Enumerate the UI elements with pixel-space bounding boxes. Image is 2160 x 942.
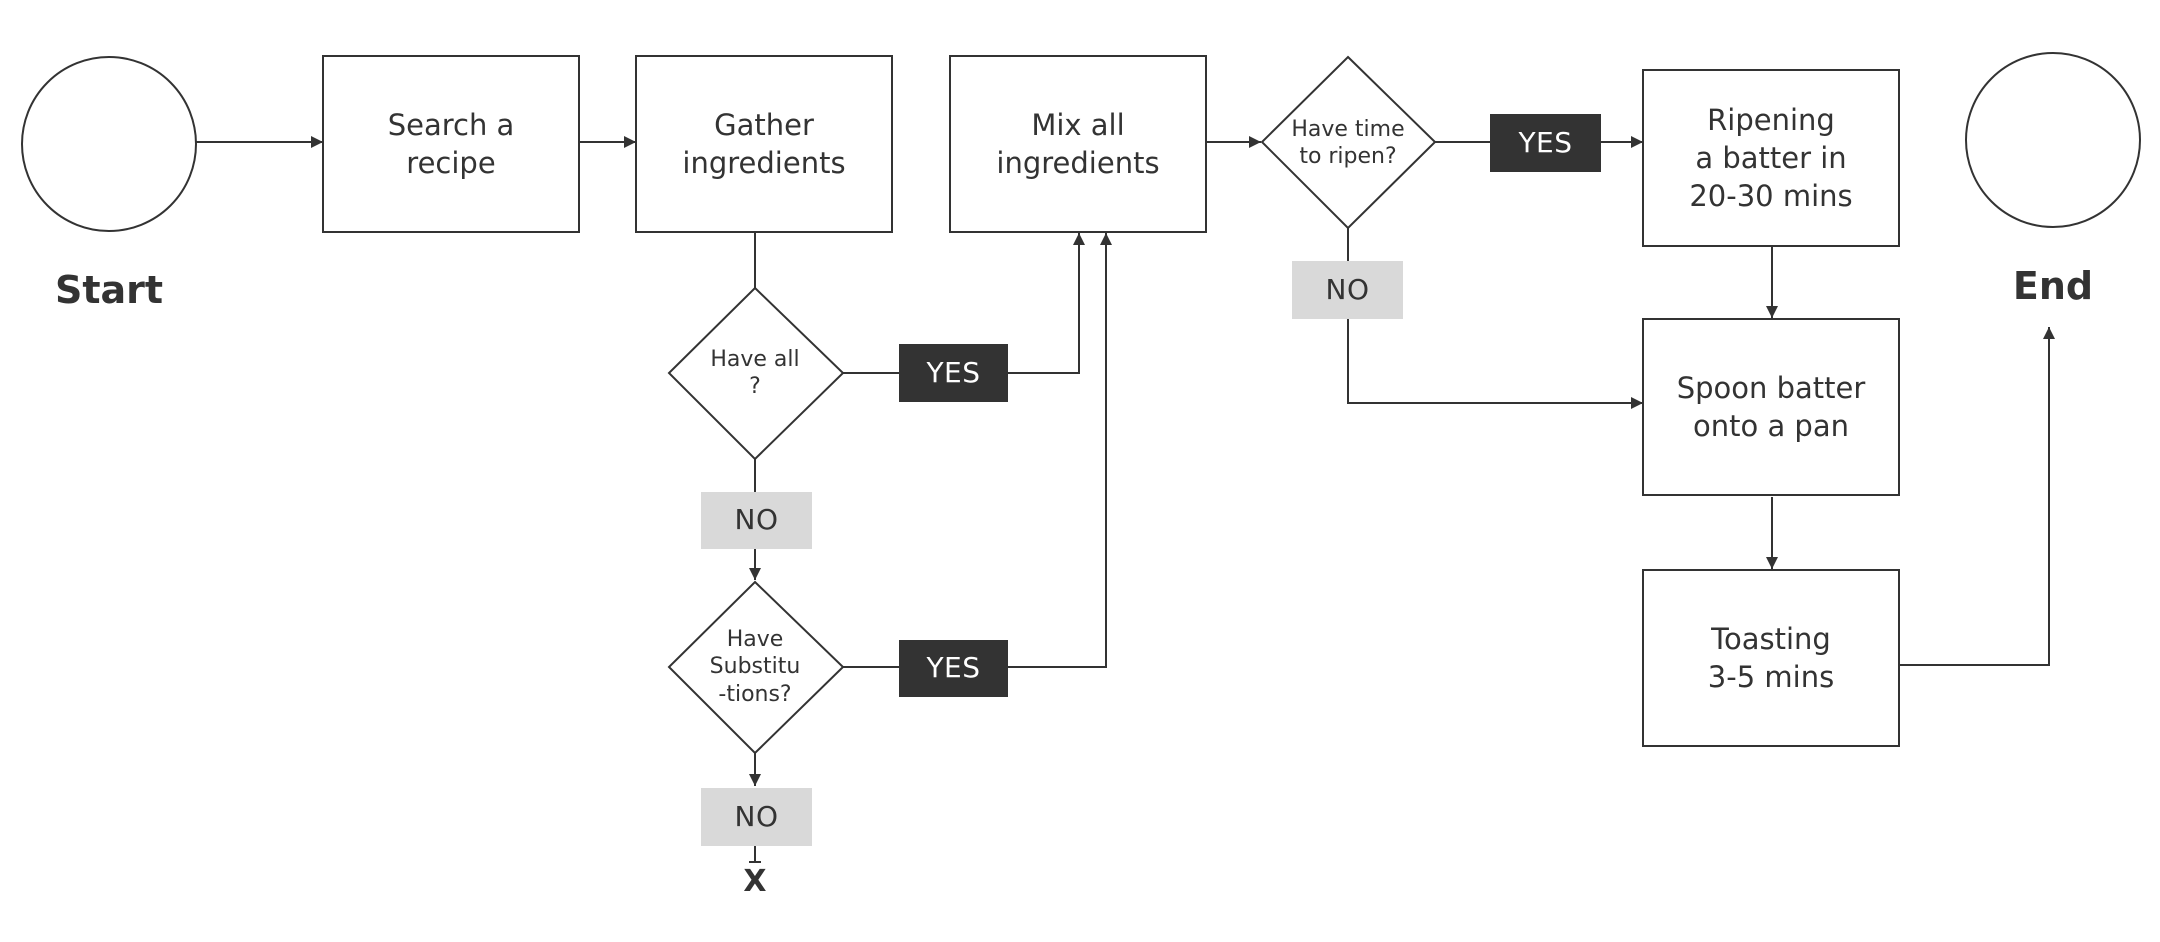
toasting-box xyxy=(1642,569,1900,747)
yes-label-have-time: YES xyxy=(1518,125,1573,159)
dead-end-x: X xyxy=(743,864,767,900)
yes-badge-have-time xyxy=(1490,114,1601,172)
edge-no-to-spoon xyxy=(1347,319,1643,409)
gather-ingredients-label: Gather ingredients xyxy=(682,107,846,180)
have-time-label: Have time to ripen? xyxy=(1291,116,1405,170)
edge-yes-to-mix-a xyxy=(1008,233,1085,374)
no-label-have-time: NO xyxy=(1325,272,1370,306)
edge-yes-to-mix-b xyxy=(1008,233,1112,668)
no-badge-have-all xyxy=(701,492,812,549)
no-label-have-all: NO xyxy=(734,503,779,537)
search-recipe-label: Search a recipe xyxy=(387,107,515,180)
edge-toasting-to-end xyxy=(1900,327,2055,666)
no-badge-have-subs xyxy=(701,788,812,846)
end-circle xyxy=(1965,52,2141,228)
yes-badge-have-all xyxy=(899,344,1008,402)
toasting-label: Toasting 3-5 mins xyxy=(1707,621,1835,694)
spoon-batter-box xyxy=(1642,318,1900,496)
have-substitutions-diamond xyxy=(667,580,845,755)
gather-ingredients-box xyxy=(635,55,893,233)
yes-label-have-all: YES xyxy=(926,355,981,389)
have-substitutions-label: Have Substitu -tions? xyxy=(709,626,801,707)
have-all-diamond xyxy=(667,286,845,461)
ripening-box xyxy=(1642,69,1900,247)
mix-ingredients-label: Mix all ingredients xyxy=(996,107,1160,180)
start-label: Start xyxy=(54,267,164,312)
spoon-batter-label: Spoon batter onto a pan xyxy=(1676,370,1866,443)
no-badge-have-time xyxy=(1292,261,1403,319)
search-recipe-box xyxy=(322,55,580,233)
yes-badge-have-subs xyxy=(899,640,1008,697)
start-circle xyxy=(21,56,197,232)
edge-no-to-dead-end xyxy=(749,846,761,863)
mix-ingredients-box xyxy=(949,55,1207,233)
no-label-have-subs: NO xyxy=(734,799,779,833)
have-time-diamond xyxy=(1260,55,1437,230)
yes-label-have-subs: YES xyxy=(926,651,981,685)
ripening-label: Ripening a batter in 20-30 mins xyxy=(1689,102,1853,214)
have-all-label: Have all ? xyxy=(710,346,800,400)
end-label: End xyxy=(2012,263,2094,308)
